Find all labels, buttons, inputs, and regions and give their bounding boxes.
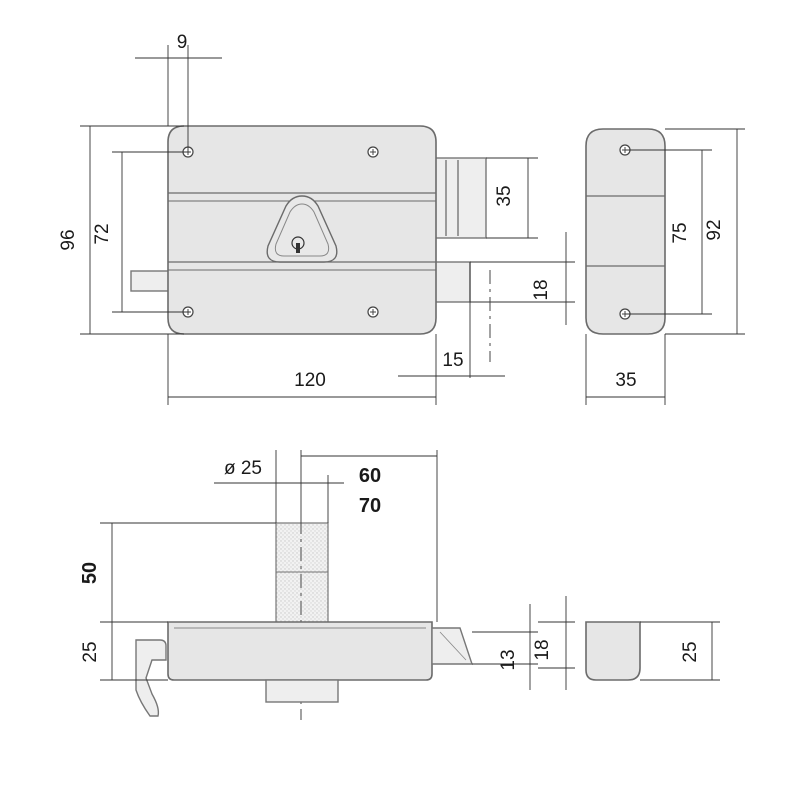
deadbolt-shape — [431, 157, 487, 239]
screw-icon — [367, 306, 379, 318]
dim-50-label: 50 — [79, 562, 101, 584]
dim-92-label: 92 — [704, 219, 725, 240]
dim-25-side-label: 25 — [680, 641, 701, 662]
dim-120-label: 120 — [294, 370, 326, 391]
knob-shape — [265, 679, 339, 703]
bottom-body-shape — [167, 621, 433, 681]
latch-shape — [431, 261, 471, 303]
dim-13-label: 13 — [498, 649, 519, 670]
dim-35-bolt-label: 35 — [494, 185, 515, 206]
dim-35-side-label: 35 — [615, 370, 636, 391]
side-body-shape — [585, 128, 666, 335]
dim-70-label: 70 — [359, 495, 381, 517]
screw-icon — [367, 146, 379, 158]
dim-15-label: 15 — [442, 350, 463, 371]
left-stub-shape — [130, 270, 170, 292]
dim-60-label: 60 — [359, 465, 381, 487]
top-front-view: 9 96 72 35 18 15 120 — [58, 32, 575, 405]
bottom-side-shape — [585, 621, 641, 681]
dim-18-latch-label: 18 — [531, 279, 552, 300]
dim-9-label: 9 — [177, 32, 188, 53]
escutcheon-shape — [266, 195, 338, 263]
dim-18-bottom-label: 18 — [532, 639, 553, 660]
dim-diameter-25-label: ø 25 — [224, 458, 262, 479]
bottom-top-view: ø 25 60 70 50 25 13 18 — [79, 450, 575, 720]
dim-25-body-label: 25 — [80, 641, 101, 662]
hook-shape — [135, 639, 167, 717]
dim-96-label: 96 — [58, 229, 79, 250]
bottom-side-view: 25 — [585, 621, 720, 681]
cylinder-shape — [275, 522, 329, 624]
dim-75-label: 75 — [670, 222, 691, 243]
dim-72-label: 72 — [92, 223, 113, 244]
top-side-view: 75 92 35 — [585, 128, 745, 405]
latch-wedge-shape — [431, 627, 473, 665]
